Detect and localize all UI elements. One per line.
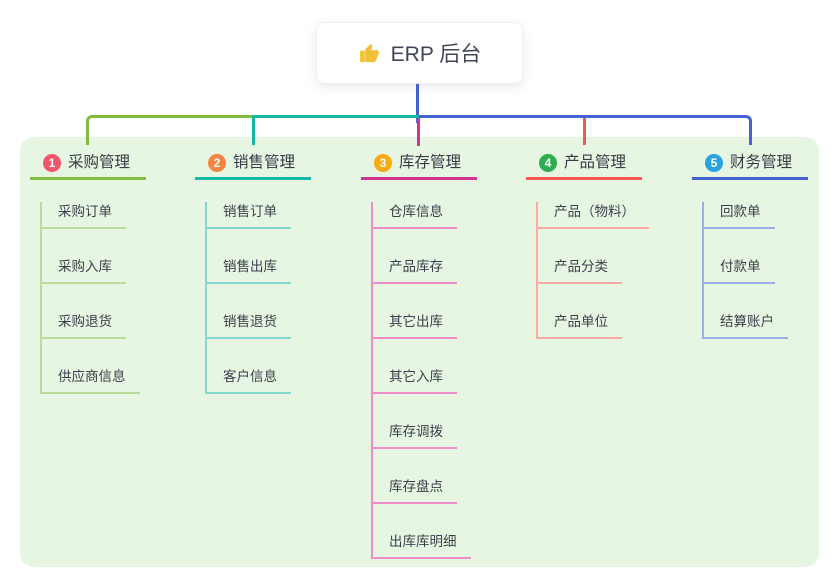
child-node[interactable]: 产品库存	[373, 257, 457, 284]
branch-children: 采购订单 采购入库 采购退货 供应商信息	[40, 202, 146, 394]
child-node[interactable]: 客户信息	[207, 367, 291, 394]
root-connector-line	[416, 84, 419, 123]
connector-branch-5	[419, 115, 752, 145]
branch-column-purchase: 1 采购管理 采购订单 采购入库 采购退货 供应商信息	[30, 150, 146, 394]
branch-children: 产品（物料） 产品分类 产品单位	[536, 202, 649, 339]
branch-title: 销售管理	[233, 154, 296, 171]
child-node[interactable]: 其它出库	[373, 312, 457, 339]
root-node[interactable]: ERP 后台	[316, 22, 523, 84]
child-node[interactable]: 采购入库	[42, 257, 126, 284]
child-node[interactable]: 产品分类	[538, 257, 622, 284]
branch-column-sales: 2 销售管理 销售订单 销售出库 销售退货 客户信息	[195, 150, 311, 394]
child-node[interactable]: 销售退货	[207, 312, 291, 339]
branch-number-badge: 1	[43, 154, 61, 172]
branch-column-product: 4 产品管理 产品（物料） 产品分类 产品单位	[526, 150, 649, 339]
child-node[interactable]: 仓库信息	[373, 202, 457, 229]
child-node[interactable]: 其它入库	[373, 367, 457, 394]
branch-node-purchase[interactable]: 1 采购管理	[30, 150, 146, 180]
connector-drop-branch-2	[252, 118, 255, 145]
connector-branch-2	[252, 115, 420, 118]
child-node[interactable]: 结算账户	[704, 312, 788, 339]
connector-drop-branch-4	[583, 118, 586, 145]
root-node-label: ERP 后台	[390, 43, 482, 66]
child-node[interactable]: 库存调拨	[373, 422, 457, 449]
child-node[interactable]: 产品（物料）	[538, 202, 649, 229]
child-node[interactable]: 产品单位	[538, 312, 622, 339]
branch-node-product[interactable]: 4 产品管理	[526, 150, 642, 180]
branch-column-inventory: 3 库存管理 仓库信息 产品库存 其它出库 其它入库 库存调拨 库存盘点 出库库…	[361, 150, 477, 559]
branch-title: 产品管理	[564, 154, 627, 171]
branch-title: 财务管理	[730, 154, 793, 171]
branch-title: 采购管理	[68, 154, 131, 171]
branch-children: 回款单 付款单 结算账户	[702, 202, 808, 339]
connector-branch-1	[86, 115, 254, 145]
child-node[interactable]: 回款单	[704, 202, 775, 229]
child-node[interactable]: 库存盘点	[373, 477, 457, 504]
branch-number-badge: 3	[374, 154, 392, 172]
branch-column-finance: 5 财务管理 回款单 付款单 结算账户	[692, 150, 808, 339]
child-node[interactable]: 采购退货	[42, 312, 126, 339]
branch-number-badge: 4	[539, 154, 557, 172]
child-node[interactable]: 采购订单	[42, 202, 126, 229]
branch-node-sales[interactable]: 2 销售管理	[195, 150, 311, 180]
branch-node-inventory[interactable]: 3 库存管理	[361, 150, 477, 180]
branch-children: 销售订单 销售出库 销售退货 客户信息	[205, 202, 311, 394]
connector-drop-branch-3	[417, 118, 420, 146]
child-node[interactable]: 销售出库	[207, 257, 291, 284]
child-node[interactable]: 付款单	[704, 257, 775, 284]
child-node[interactable]: 供应商信息	[42, 367, 140, 394]
branch-number-badge: 2	[208, 154, 226, 172]
branch-title: 库存管理	[399, 154, 462, 171]
branches-panel	[20, 137, 819, 567]
branch-children: 仓库信息 产品库存 其它出库 其它入库 库存调拨 库存盘点 出库库明细	[371, 202, 477, 559]
branch-node-finance[interactable]: 5 财务管理	[692, 150, 808, 180]
child-node[interactable]: 销售订单	[207, 202, 291, 229]
child-node[interactable]: 出库库明细	[373, 532, 471, 559]
thumbs-up-icon	[359, 43, 379, 62]
branch-number-badge: 5	[705, 154, 723, 172]
